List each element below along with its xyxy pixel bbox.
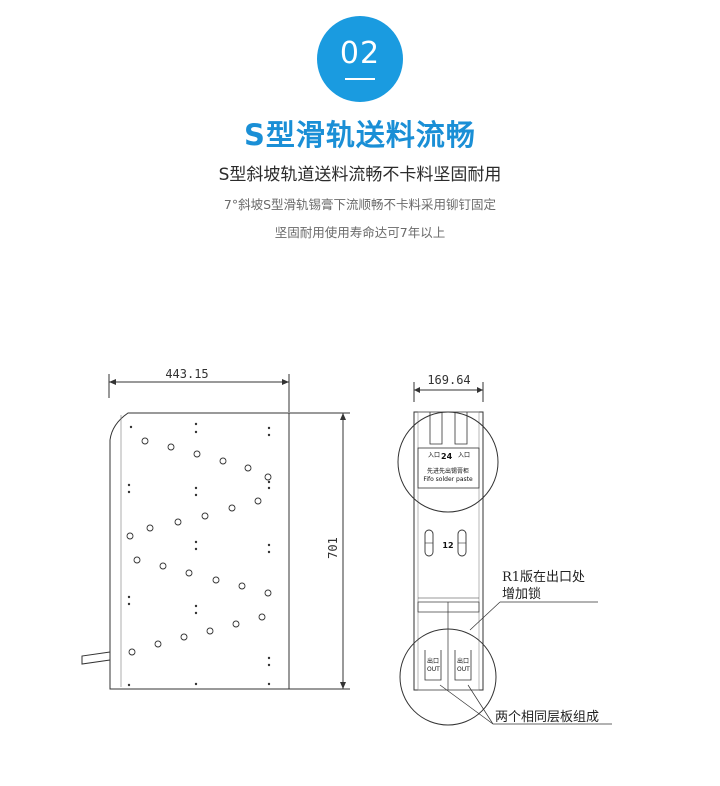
side-panel-dots xyxy=(127,422,271,687)
description-line-1: 7°斜坡S型滑轨锡膏下流顺畅不卡料采用铆钉固定 xyxy=(223,197,497,212)
inlet-right-label: 入口 xyxy=(458,452,470,459)
side-panel-handle xyxy=(81,651,111,665)
description-line-2: 坚固耐用使用寿命达可7年以上 xyxy=(274,225,446,240)
front-label-plate xyxy=(417,447,480,489)
dim-width-label: 443.15 xyxy=(165,367,208,381)
side-panel-outline xyxy=(109,412,290,690)
section-number: 02 xyxy=(339,36,381,71)
annotation-r1-line1: R1版在出口处 xyxy=(502,570,585,585)
outlet-right-en: OUT xyxy=(457,666,470,673)
outlet-left-en: OUT xyxy=(427,666,440,673)
capacity-top: 24 xyxy=(441,452,453,461)
dim-front-width-label: 169.64 xyxy=(427,373,470,387)
capacity-mid: 12 xyxy=(442,541,453,550)
badge-underline xyxy=(345,78,375,80)
front-view xyxy=(397,382,612,726)
section-number-badge: 02 xyxy=(317,16,403,102)
dim-height-label: 701 xyxy=(326,537,340,559)
side-panel-holes xyxy=(126,437,272,656)
annotation-r1-line2: 增加锁 xyxy=(502,586,541,602)
outlet-right-label: 出口 xyxy=(457,657,469,665)
section-subtitle: S型斜坡轨道送料流畅不卡料坚固耐用 xyxy=(218,165,502,185)
inlet-left-label: 入口 xyxy=(428,452,440,459)
side-view xyxy=(81,374,350,690)
plate-title: 先进先出锡膏柜 xyxy=(427,467,469,475)
annotation-bottom: 两个相同层板组成 xyxy=(495,710,599,725)
plate-title-en: Fifo solder paste xyxy=(423,476,473,483)
technical-drawing: 443.15 701 xyxy=(81,367,612,726)
section-title: S型滑轨送料流畅 xyxy=(244,118,476,152)
outlet-left-label: 出口 xyxy=(427,657,439,665)
detail-circle-bottom xyxy=(399,628,497,726)
detail-circle-top xyxy=(397,411,499,513)
